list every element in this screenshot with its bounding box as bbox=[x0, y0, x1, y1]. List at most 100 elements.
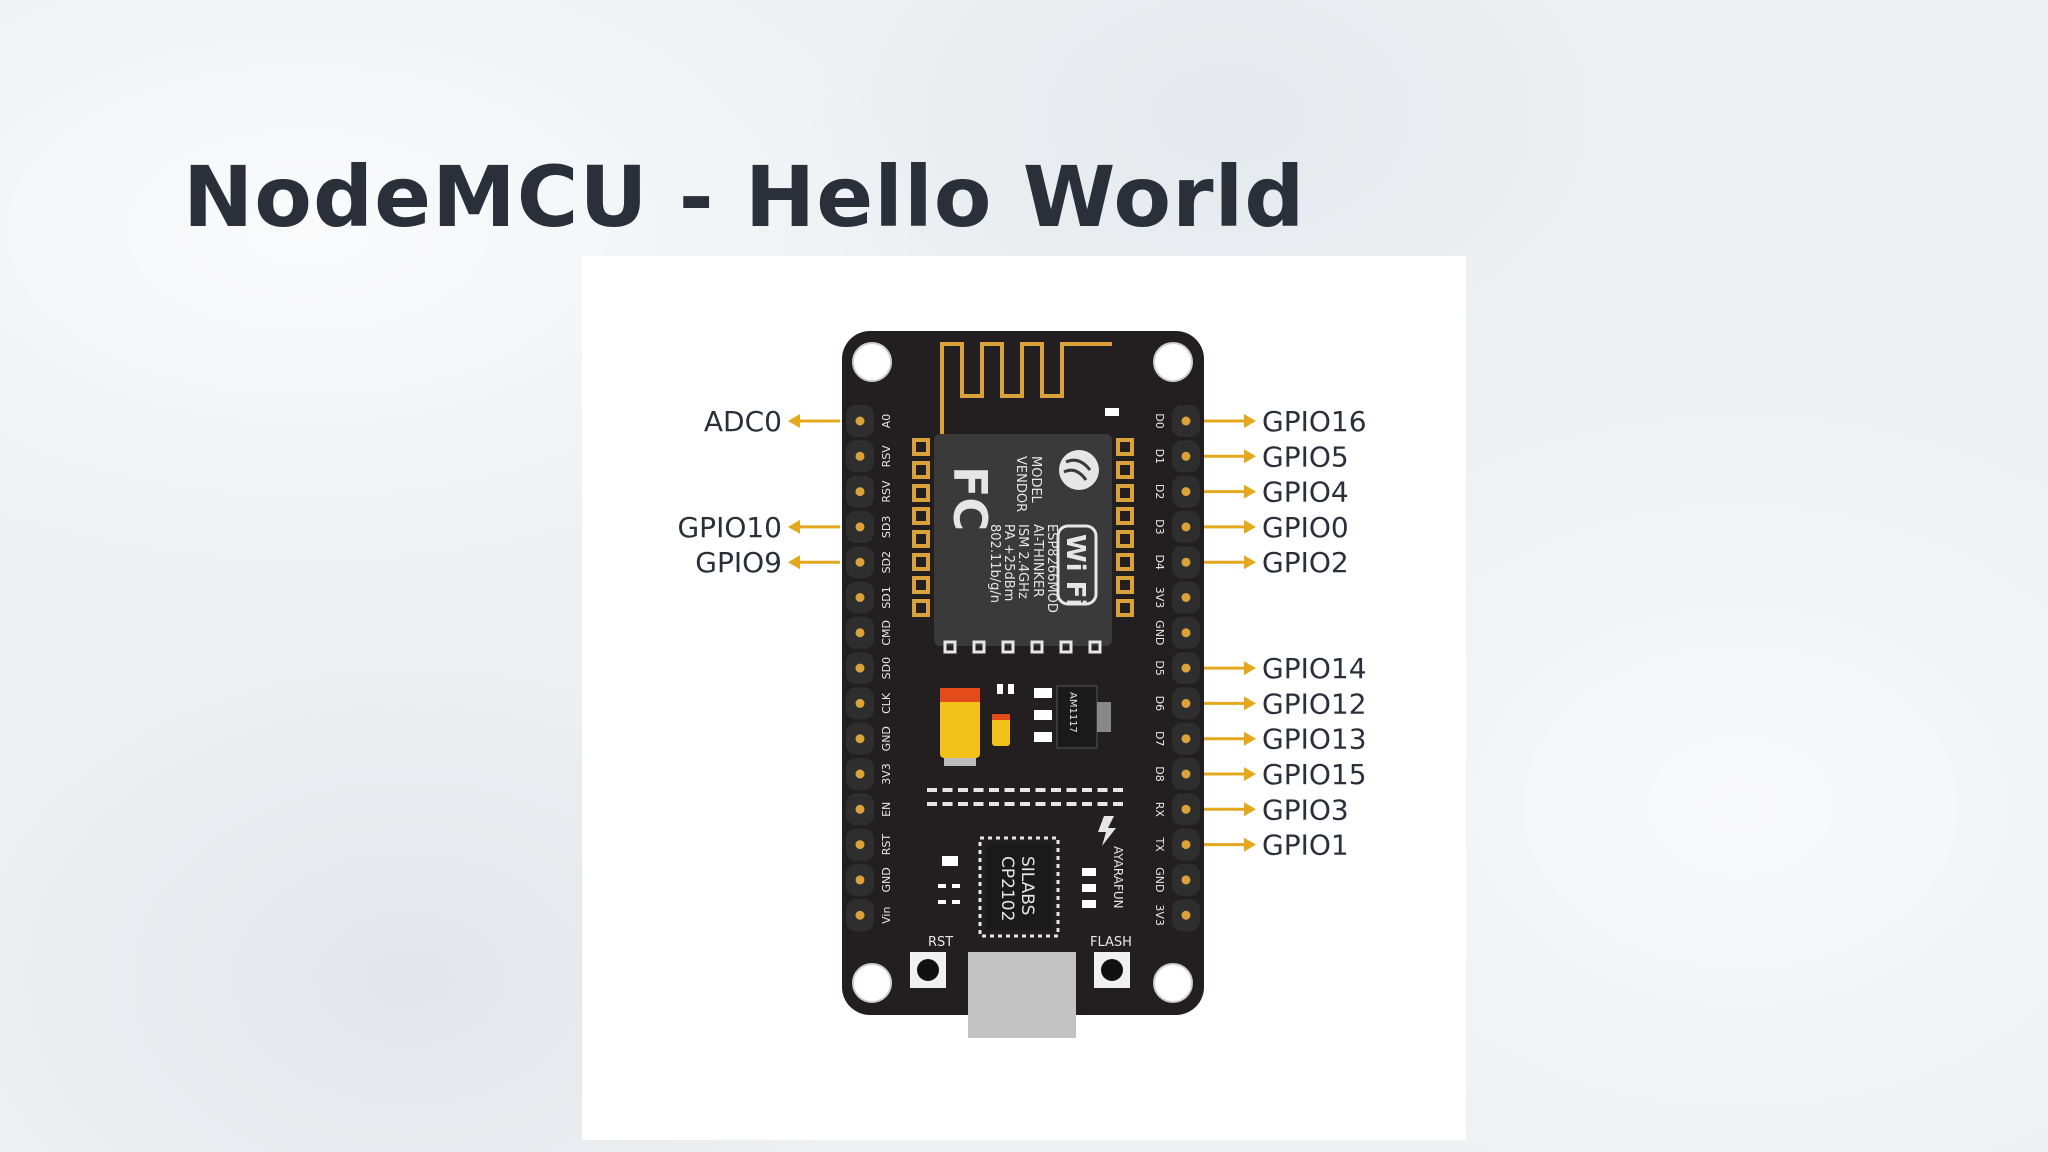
usb-uart-chip bbox=[986, 844, 1052, 930]
castellation-pad bbox=[1116, 599, 1134, 617]
pin-silkscreen-label: D3 bbox=[1153, 519, 1166, 534]
smd-dash bbox=[927, 802, 937, 806]
arrow-left-icon bbox=[788, 555, 800, 570]
pin-silkscreen-label: RSV bbox=[880, 445, 893, 468]
castellation-pad bbox=[1116, 484, 1134, 502]
smd-dash bbox=[989, 802, 999, 806]
smd-part bbox=[952, 884, 960, 888]
smd-dash bbox=[1113, 802, 1123, 806]
module-text-line: ISM 2.4GHz bbox=[1015, 524, 1030, 599]
left-pin-header bbox=[846, 405, 874, 932]
gpio-label-right: GPIO12 bbox=[1262, 687, 1367, 720]
pin-pad bbox=[855, 416, 865, 426]
pin-pad bbox=[1181, 593, 1191, 602]
pin-pad bbox=[1181, 522, 1191, 532]
regulator-chip bbox=[1056, 685, 1098, 749]
module-text-line: VENDOR bbox=[1013, 456, 1028, 512]
gpio-label-right: GPIO3 bbox=[1262, 793, 1349, 826]
smd-dash bbox=[1051, 788, 1061, 792]
pin-silkscreen-label: SD0 bbox=[880, 657, 893, 679]
castellation-pad bbox=[912, 438, 930, 456]
smd-dash bbox=[1051, 802, 1061, 806]
mounting-hole bbox=[852, 342, 892, 382]
smd-dash bbox=[1066, 788, 1077, 792]
pin-pad bbox=[1181, 416, 1191, 426]
castellation-pad bbox=[912, 507, 930, 525]
usb-chip-label-2: CP2102 bbox=[997, 856, 1017, 921]
castellation-pad bbox=[912, 461, 930, 479]
castellation-pad bbox=[1116, 530, 1134, 548]
smd-dash bbox=[1020, 802, 1030, 806]
right-pin-header bbox=[1172, 405, 1200, 932]
smd-dash bbox=[973, 802, 984, 806]
smd-part bbox=[1082, 868, 1096, 876]
gpio-label-right: GPIO15 bbox=[1262, 758, 1367, 791]
smd-part bbox=[1082, 884, 1096, 892]
pin-silkscreen-label: RST bbox=[880, 834, 893, 856]
pin-silkscreen-label: D8 bbox=[1153, 766, 1166, 781]
rst-button-label: RST bbox=[928, 935, 953, 950]
castellation-pad bbox=[1116, 507, 1134, 525]
pin-pad bbox=[855, 557, 865, 567]
pin-silkscreen-label: D4 bbox=[1153, 554, 1166, 569]
small-capacitor bbox=[992, 716, 1010, 746]
smd-dash bbox=[1097, 788, 1108, 792]
pin-silkscreen-label: 3V3 bbox=[1153, 904, 1166, 926]
arrow-right-icon bbox=[1244, 661, 1256, 676]
castellation-pad bbox=[1116, 576, 1134, 594]
smd-dash bbox=[942, 802, 953, 806]
smd-part bbox=[938, 900, 946, 904]
module-text-line: AI-THINKER bbox=[1030, 524, 1045, 597]
pin-silkscreen-label: D2 bbox=[1153, 484, 1166, 499]
smd-dash bbox=[973, 788, 984, 792]
arrow-right-icon bbox=[1244, 802, 1256, 817]
castellation-pad bbox=[912, 530, 930, 548]
smd-dash bbox=[927, 788, 937, 792]
pin-pad bbox=[855, 628, 865, 638]
castellation-pad bbox=[1030, 640, 1044, 654]
right-gpio-labels: GPIO16GPIO5GPIO4GPIO0GPIO2GPIO14GPIO12GP… bbox=[1204, 405, 1367, 862]
smd-dash bbox=[1004, 788, 1015, 792]
pin-silkscreen-label: GND bbox=[880, 726, 893, 751]
pin-silkscreen-label: SD1 bbox=[880, 586, 893, 608]
pin-pad bbox=[855, 522, 865, 532]
capacitor-band bbox=[940, 688, 980, 702]
mounting-hole bbox=[1153, 963, 1193, 1003]
smd-dash bbox=[1066, 802, 1077, 806]
gpio-label-right: GPIO4 bbox=[1262, 476, 1349, 509]
smd-dash bbox=[1035, 802, 1046, 806]
castellation-pad bbox=[912, 484, 930, 502]
gpio-label-right: GPIO1 bbox=[1262, 829, 1349, 862]
fc-logo: FC bbox=[943, 466, 997, 531]
pin-silkscreen-label: D0 bbox=[1153, 413, 1166, 428]
flash-button-label: FLASH bbox=[1090, 935, 1132, 950]
pin-pad bbox=[855, 663, 865, 673]
smd-part bbox=[1008, 684, 1014, 694]
smd-part bbox=[952, 900, 960, 904]
gpio-label-right: GPIO0 bbox=[1262, 511, 1349, 544]
smd-dash bbox=[958, 802, 968, 806]
pin-silkscreen-label: TX bbox=[1153, 836, 1166, 852]
pin-silkscreen-label: D1 bbox=[1153, 449, 1166, 464]
smd-dash bbox=[1082, 788, 1092, 792]
smd-part bbox=[942, 856, 958, 866]
pin-silkscreen-label: D7 bbox=[1153, 731, 1166, 746]
smd-part bbox=[997, 684, 1003, 694]
arrow-right-icon bbox=[1244, 767, 1256, 781]
esp-module bbox=[934, 434, 1112, 646]
castellation-pad bbox=[972, 640, 986, 654]
arrow-right-icon bbox=[1244, 449, 1256, 464]
arrow-right-icon bbox=[1244, 731, 1256, 746]
arrow-right-icon bbox=[1244, 555, 1256, 570]
pin-silkscreen-label: A0 bbox=[880, 414, 893, 429]
regulator-tab bbox=[1097, 702, 1111, 732]
castellation-pad bbox=[1116, 438, 1134, 456]
pin-pad bbox=[855, 875, 865, 885]
smd-dash bbox=[1004, 802, 1015, 806]
smd-part bbox=[1034, 688, 1052, 698]
espressif-swirl bbox=[1063, 458, 1092, 481]
arrow-left-icon bbox=[788, 414, 800, 428]
pin-pad bbox=[1181, 734, 1191, 744]
